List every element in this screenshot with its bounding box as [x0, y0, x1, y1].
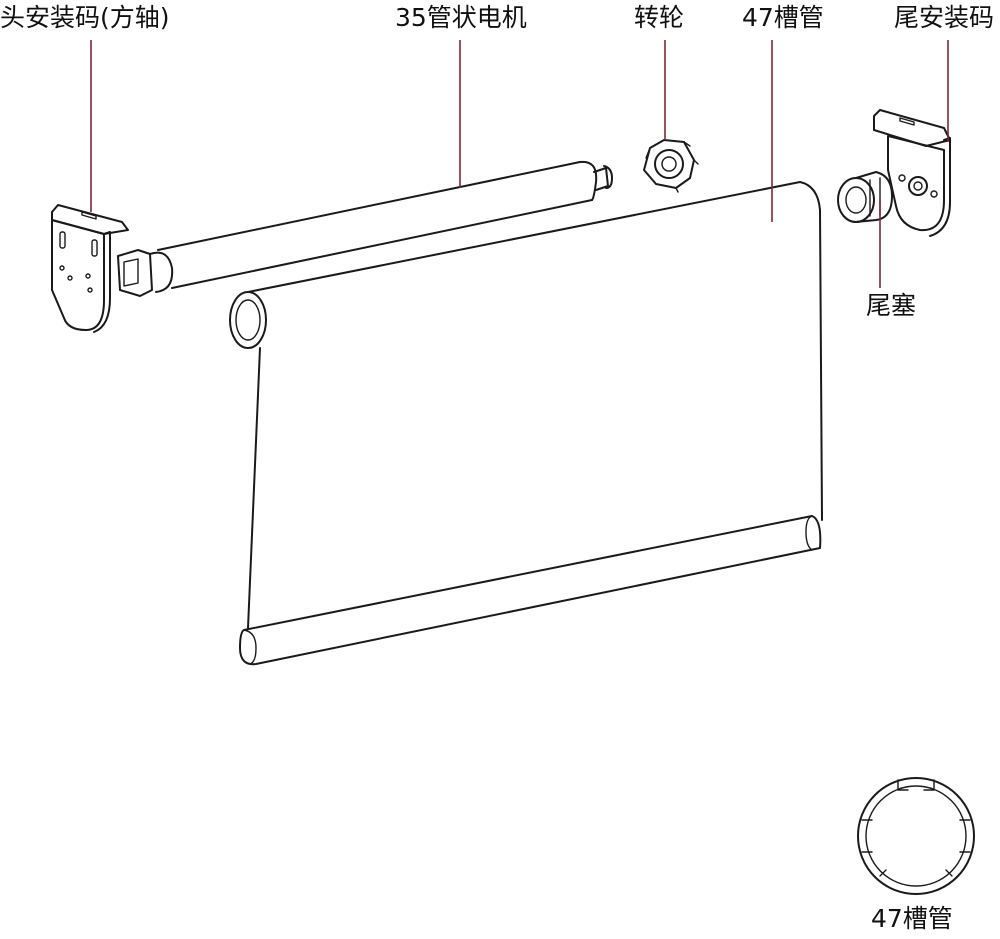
label-motor: 35管状电机 — [395, 3, 527, 32]
label-tube: 47槽管 — [742, 3, 824, 32]
head-bracket — [51, 204, 129, 333]
label-tail-bracket: 尾安装码 — [894, 3, 995, 32]
tube-cross-section — [857, 777, 975, 895]
label-end-plug: 尾塞 — [866, 291, 917, 320]
label-wheel: 转轮 — [634, 3, 685, 32]
tubular-motor — [117, 160, 613, 297]
leader-lines — [90, 40, 949, 288]
end-plug — [837, 171, 893, 223]
label-head-bracket: 头安装码(方轴) — [0, 3, 170, 32]
label-tube-section: 47槽管 — [871, 904, 953, 933]
drive-wheel — [643, 139, 699, 193]
blind-assembly — [229, 181, 823, 666]
tail-bracket — [873, 109, 951, 237]
